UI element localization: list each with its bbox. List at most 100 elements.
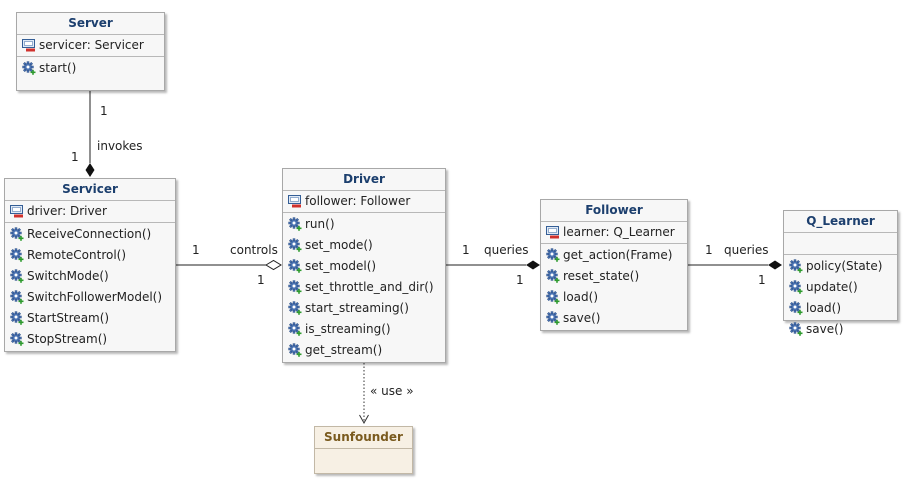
method-gear-icon	[10, 311, 24, 325]
class-sunfounder[interactable]: Sunfounder	[314, 426, 413, 474]
mult-follower-qlearner-source: 1	[705, 243, 713, 257]
method-gear-icon	[288, 301, 302, 315]
method[interactable]: start()	[17, 58, 164, 79]
method-text: get_action(Frame)	[563, 248, 673, 262]
attribute-text: servicer: Servicer	[39, 38, 144, 52]
method-gear-icon	[288, 343, 302, 357]
attribute[interactable]: servicer: Servicer	[17, 35, 164, 56]
method-text: policy(State)	[806, 259, 883, 273]
method-gear-icon	[288, 238, 302, 252]
relation-label-invokes: invokes	[97, 139, 143, 153]
method[interactable]: RemoteControl()	[5, 245, 175, 266]
method[interactable]: set_mode()	[283, 235, 445, 256]
method-text: get_stream()	[305, 343, 383, 357]
method-text: set_mode()	[305, 238, 373, 252]
dependency-arrowhead	[359, 414, 369, 425]
method-text: update()	[806, 280, 858, 294]
mult-server-servicer-target: 1	[71, 150, 79, 164]
method-text: load()	[563, 290, 599, 304]
method-gear-icon	[10, 332, 24, 346]
mult-driver-follower-source: 1	[462, 243, 470, 257]
methods-compartment: ReceiveConnection()RemoteControl() Switch…	[5, 222, 175, 352]
attribute-text: driver: Driver	[27, 204, 107, 218]
method-gear-icon	[10, 248, 24, 262]
method-text: is_streaming()	[305, 322, 391, 336]
method[interactable]: get_stream()	[283, 340, 445, 361]
method-text: SwitchFollowerModel()	[27, 290, 163, 304]
methods-compartment: run() set_mode() set_model() set_throttle_a…	[283, 212, 445, 363]
method[interactable]: start_streaming()	[283, 298, 445, 319]
mult-follower-qlearner-target: 1	[758, 273, 766, 287]
attribute[interactable]: driver: Driver	[5, 201, 175, 222]
class-name: Q_Learner	[806, 214, 875, 228]
class-name: Sunfounder	[324, 430, 403, 444]
method[interactable]: reset_state()	[541, 266, 687, 287]
method[interactable]: StartStream()	[5, 308, 175, 329]
class-name: Server	[68, 16, 113, 30]
method[interactable]: run()	[283, 214, 445, 235]
aggregation-diamond	[265, 259, 282, 271]
method-text: StartStream()	[27, 311, 110, 325]
method[interactable]: set_model()	[283, 256, 445, 277]
attributes-compartment: driver: Driver	[5, 200, 175, 222]
attribute[interactable]: learner: Q_Learner	[541, 222, 687, 243]
method[interactable]: save()	[541, 308, 687, 329]
method-text: run()	[305, 217, 335, 231]
method-text: SwitchMode()	[27, 269, 109, 283]
method-gear-icon	[546, 269, 560, 283]
method[interactable]: policy(State)	[784, 256, 897, 277]
method-gear-icon	[789, 280, 803, 294]
method[interactable]: save()	[784, 319, 897, 340]
method[interactable]: set_throttle_and_dir()	[283, 277, 445, 298]
composition-diamond	[526, 260, 540, 270]
empty-compartment	[315, 448, 412, 473]
method-gear-icon	[288, 217, 302, 231]
method[interactable]: load()	[784, 298, 897, 319]
mult-server-servicer-source: 1	[100, 104, 108, 118]
method-text: reset_state()	[563, 269, 640, 283]
mult-servicer-driver-source: 1	[192, 243, 200, 257]
method-gear-icon	[22, 61, 36, 75]
method-text: save()	[563, 311, 601, 325]
method-gear-icon	[10, 227, 24, 241]
method[interactable]: load()	[541, 287, 687, 308]
method-gear-icon	[789, 301, 803, 315]
mult-servicer-driver-target: 1	[257, 273, 265, 287]
method[interactable]: StopStream()	[5, 329, 175, 350]
method[interactable]: is_streaming()	[283, 319, 445, 340]
method-text: start_streaming()	[305, 301, 409, 315]
relation-label-queries: queries	[484, 243, 529, 257]
methods-compartment: policy(State) update() load() save()	[784, 254, 897, 342]
class-name: Driver	[343, 172, 385, 186]
method-gear-icon	[288, 280, 302, 294]
composition-diamond	[768, 260, 782, 270]
method-gear-icon	[546, 248, 560, 262]
mult-driver-follower-target: 1	[516, 273, 524, 287]
method-text: load()	[806, 301, 842, 315]
relation-label-use: « use »	[370, 384, 414, 398]
method-gear-icon	[288, 259, 302, 273]
method-text: StopStream()	[27, 332, 108, 346]
field-icon	[546, 225, 560, 239]
method-gear-icon	[10, 269, 24, 283]
field-icon	[10, 204, 24, 218]
method[interactable]: SwitchFollowerModel()	[5, 287, 175, 308]
composition-diamond	[85, 163, 95, 177]
class-driver[interactable]: Driver follower: Follower run() set_mode()s…	[282, 168, 446, 363]
method-gear-icon	[789, 259, 803, 273]
field-icon	[288, 194, 302, 208]
class-name: Servicer	[62, 182, 118, 196]
method[interactable]: get_action(Frame)	[541, 245, 687, 266]
method[interactable]: ReceiveConnection()	[5, 224, 175, 245]
methods-compartment: get_action(Frame) reset_state() load() save…	[541, 243, 687, 331]
method[interactable]: SwitchMode()	[5, 266, 175, 287]
method-text: set_throttle_and_dir()	[305, 280, 434, 294]
attribute[interactable]: follower: Follower	[283, 191, 445, 212]
class-server[interactable]: Server servicer: Servicer start()	[16, 12, 165, 91]
method-gear-icon	[546, 311, 560, 325]
method[interactable]: update()	[784, 277, 897, 298]
